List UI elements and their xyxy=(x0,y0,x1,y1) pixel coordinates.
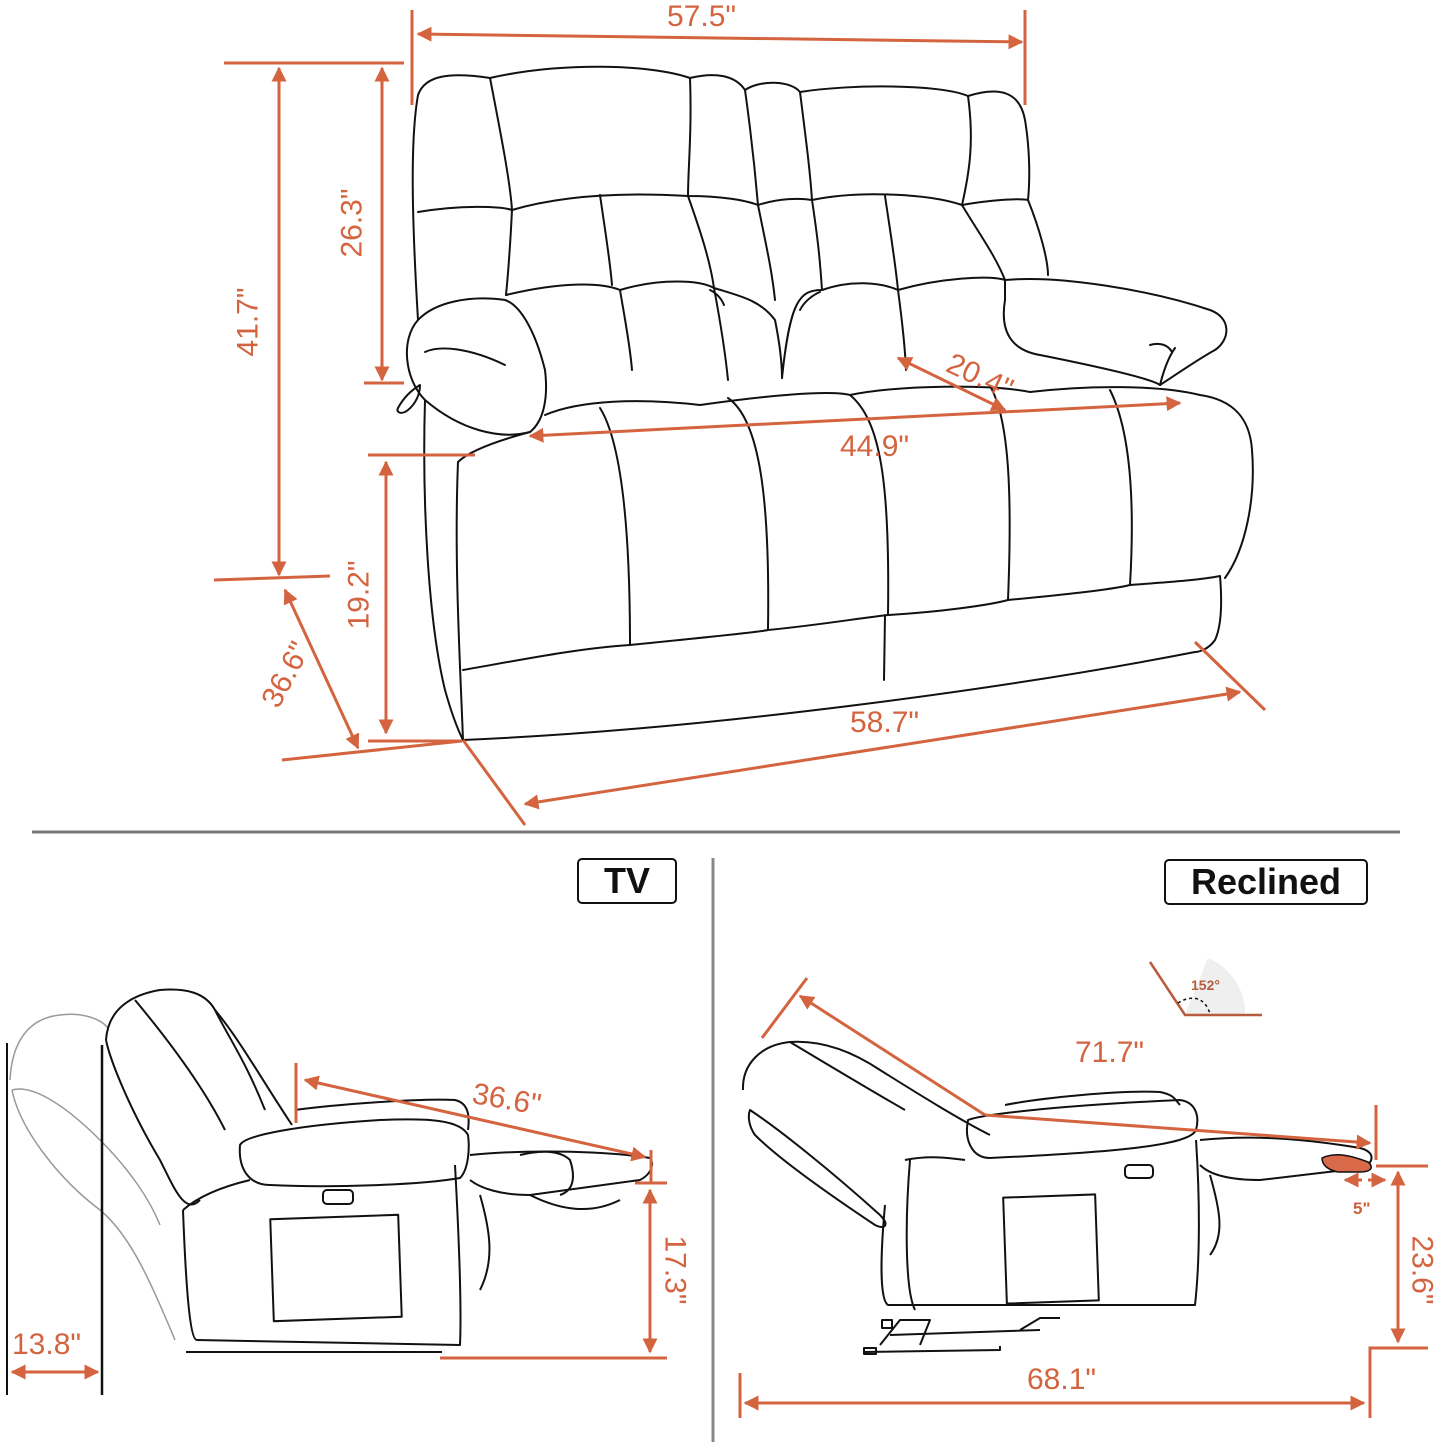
recline-angle-indicator xyxy=(1148,958,1262,1017)
back-height-label: 26.3" xyxy=(335,188,369,258)
footrest-tip-highlight xyxy=(1321,1154,1372,1173)
tv-mode-label: TV xyxy=(577,858,677,904)
overall-height-label: 41.7" xyxy=(231,287,265,357)
wall-clearance-label: 13.8" xyxy=(12,1328,82,1361)
reclined-length-label: 71.7" xyxy=(1075,1036,1145,1069)
sofa-front-drawing xyxy=(396,65,1254,741)
overall-length-label: 68.1" xyxy=(1027,1363,1097,1396)
reclined-mode-label: Reclined xyxy=(1164,859,1368,905)
footrest-adjust-label: 5" xyxy=(1353,1199,1371,1218)
front-dimension-lines xyxy=(213,10,1267,826)
overall-width-label: 57.5" xyxy=(667,0,737,33)
seat-width-label: 44.9" xyxy=(840,430,910,463)
recline-angle-label: 152° xyxy=(1191,977,1220,993)
base-width-label: 58.7" xyxy=(850,706,920,739)
recliner-reclined-drawing xyxy=(741,1040,1373,1355)
reclined-dimension-lines xyxy=(738,977,1428,1418)
recliner-tv-drawing xyxy=(6,988,653,1395)
seat-height-label: 19.2" xyxy=(342,560,376,630)
tv-footrest-height-label: 17.3" xyxy=(658,1235,692,1305)
reclined-footrest-height-label: 23.6" xyxy=(1405,1235,1439,1305)
tv-dimension-lines xyxy=(10,1063,667,1380)
